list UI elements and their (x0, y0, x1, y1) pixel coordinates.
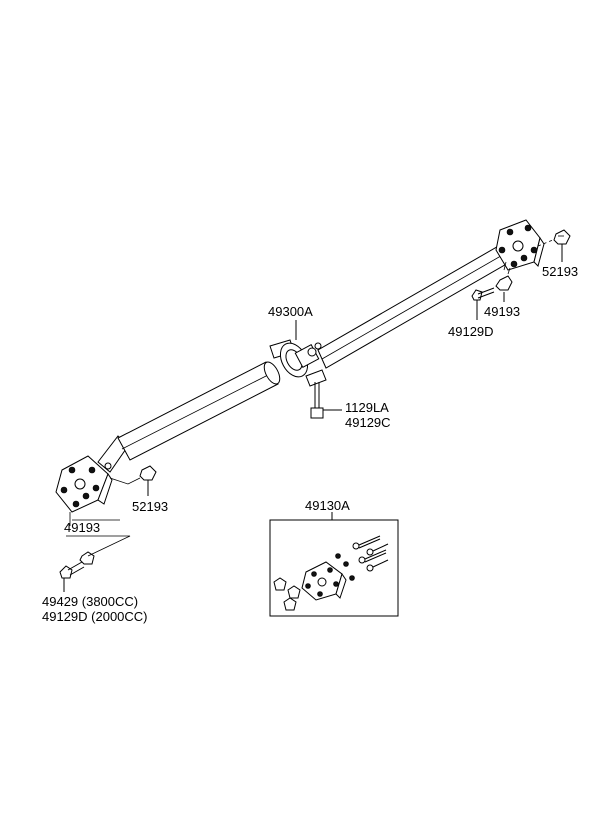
washer-label-front: 49193 (64, 520, 100, 535)
bracket-bolt (310, 382, 342, 419)
bracket-bolt-label: 1129LA (345, 400, 389, 415)
bolt-label-rear: 49129D (448, 324, 494, 339)
nut-label-rear: 52193 (542, 264, 578, 279)
center-bearing-label: 49300A (268, 304, 313, 319)
bolt-3800-label: 49429 (3800CC) (42, 594, 138, 609)
front-washer (66, 512, 131, 565)
front-nut (109, 465, 157, 496)
coupling-kit-label: 49130A (305, 498, 350, 513)
rear-bolt (471, 287, 495, 320)
nut-label-front: 52193 (132, 499, 168, 514)
rear-nut (537, 229, 571, 262)
bolt-2000-label: 49129D (2000CC) (42, 609, 148, 624)
rear-flex-coupling (495, 219, 545, 271)
front-flex-coupling (55, 455, 113, 513)
center-bearing-assembly (269, 339, 327, 387)
rear-washer (495, 261, 513, 302)
front-bolt (59, 561, 85, 592)
kit-bolts (352, 535, 389, 572)
coupling-kit-box (269, 512, 399, 617)
washer-label-rear: 49193 (484, 304, 520, 319)
kit-nuts (273, 553, 355, 611)
bracket-part-label: 49129C (345, 415, 391, 430)
